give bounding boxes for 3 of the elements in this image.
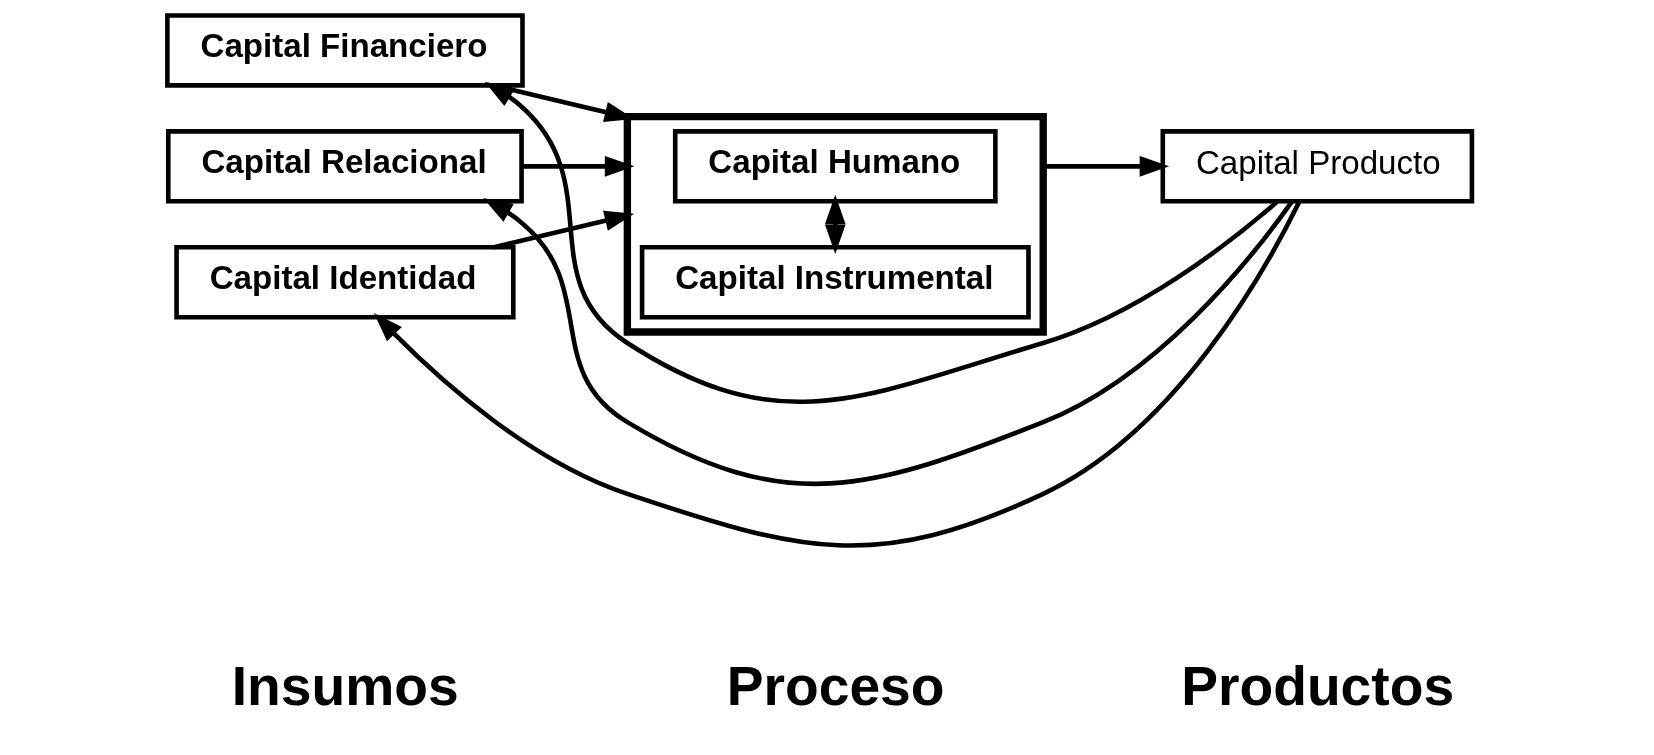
- label: Proceso: [726, 654, 945, 717]
- label: Productos: [1181, 654, 1455, 717]
- label: Insumos: [231, 654, 459, 717]
